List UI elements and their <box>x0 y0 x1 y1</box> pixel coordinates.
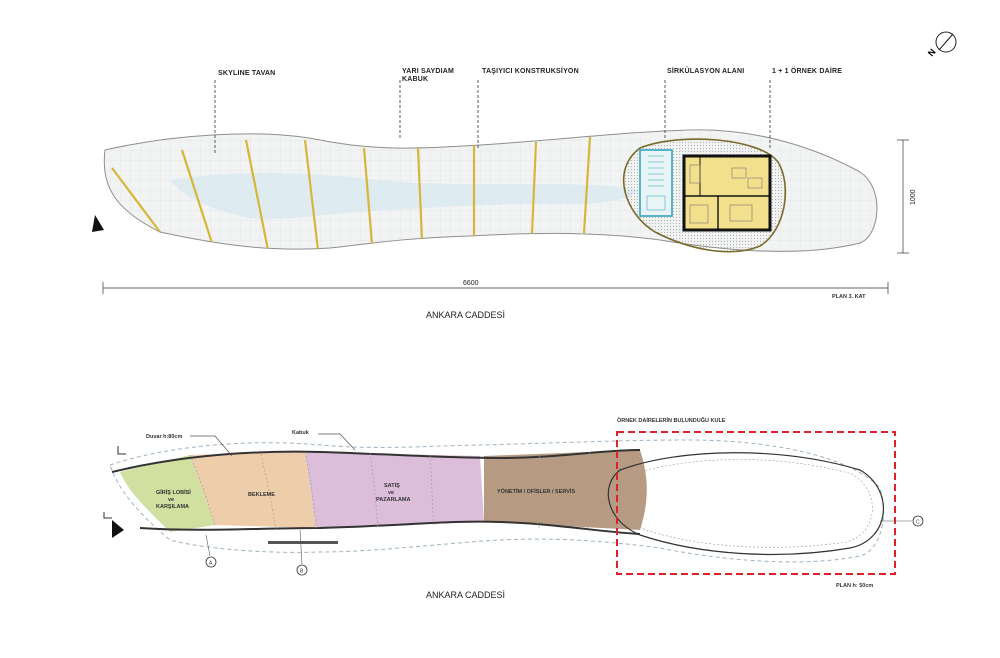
lower-plan: Duvar h:80cm Kabuk ÖRNEK DAİRELERİN BULU… <box>103 416 924 600</box>
upper-plan-title: PLAN 3. KAT <box>832 294 866 300</box>
tower-frame <box>616 431 896 575</box>
bench <box>268 541 338 544</box>
north-compass: N <box>926 31 957 58</box>
lower-leader-lines <box>190 433 356 457</box>
zone-label-management: YÖNETİM / OFİSLER / SERVİS <box>497 488 575 495</box>
upper-leader-lines <box>214 80 771 155</box>
lower-plan-title: PLAN h: 50cm <box>836 583 873 589</box>
upper-plan: SKYLINE TAVAN YARI SAYDIAM KABUK TAŞIYIC… <box>92 66 917 320</box>
tower-interior-outline <box>607 452 884 556</box>
zone-waiting <box>190 452 316 528</box>
zone-label-sales-2: ve <box>388 490 394 496</box>
zone-label-entrance-2: ve <box>168 497 174 503</box>
zone-label-sales-1: SATIŞ <box>384 483 400 489</box>
lower-ribs <box>189 449 591 533</box>
glass-ceiling-strip <box>170 173 640 220</box>
zone-label-entrance-1: GİRİŞ LOBİSİ <box>156 489 191 496</box>
circulation-area <box>639 149 673 217</box>
zone-label-entrance-3: KARŞILAMA <box>156 504 189 510</box>
svg-text:A: A <box>209 561 213 567</box>
label-tower: ÖRNEK DAİRELERİN BULUNDUĞU KULE <box>617 416 726 424</box>
compass-north-letter: N <box>926 47 938 58</box>
sample-apartment <box>682 154 772 232</box>
zone-management <box>484 450 647 530</box>
svg-text:C: C <box>916 520 920 526</box>
entrance-arrow-upper <box>92 215 104 232</box>
upper-street-name: ANKARA CADDESİ <box>426 310 505 320</box>
label-semi-transparent-shell-1: YARI SAYDIAM <box>402 68 454 75</box>
wall-line-top <box>111 449 641 473</box>
lower-street-name: ANKARA CADDESİ <box>426 590 505 600</box>
zone-sales <box>305 452 484 528</box>
section-marker-c: C <box>880 515 924 527</box>
label-wall: Duvar h:80cm <box>146 434 182 440</box>
lower-outer-shell <box>109 439 884 563</box>
section-marker-b: B <box>296 529 308 576</box>
label-semi-transparent-shell-2: KABUK <box>402 76 428 83</box>
zone-entrance <box>120 455 215 532</box>
zone-label-waiting: BEKLEME <box>248 492 275 498</box>
section-marker-a: A <box>205 534 217 568</box>
label-skyline-ceiling: SKYLINE TAVAN <box>218 70 275 77</box>
zone-label-sales-3: PAZARLAMA <box>376 497 410 503</box>
wall-line-bottom <box>139 520 641 535</box>
load-bearing-ribs <box>111 136 592 251</box>
dimension-lines <box>102 139 909 294</box>
dimension-width: 1000 <box>910 189 917 205</box>
entrance-arrow-lower <box>112 520 124 538</box>
label-sample-apartment: 1 + 1 ÖRNEK DAİRE <box>772 66 842 75</box>
label-shell: Kabuk <box>292 430 310 436</box>
label-circulation-area: SİRKÜLASYON ALANI <box>667 66 744 75</box>
dimension-length: 6600 <box>463 280 479 287</box>
svg-text:B: B <box>300 569 304 575</box>
label-load-bearing-structure: TAŞIYICI KONSTRUKSİYON <box>482 67 579 75</box>
